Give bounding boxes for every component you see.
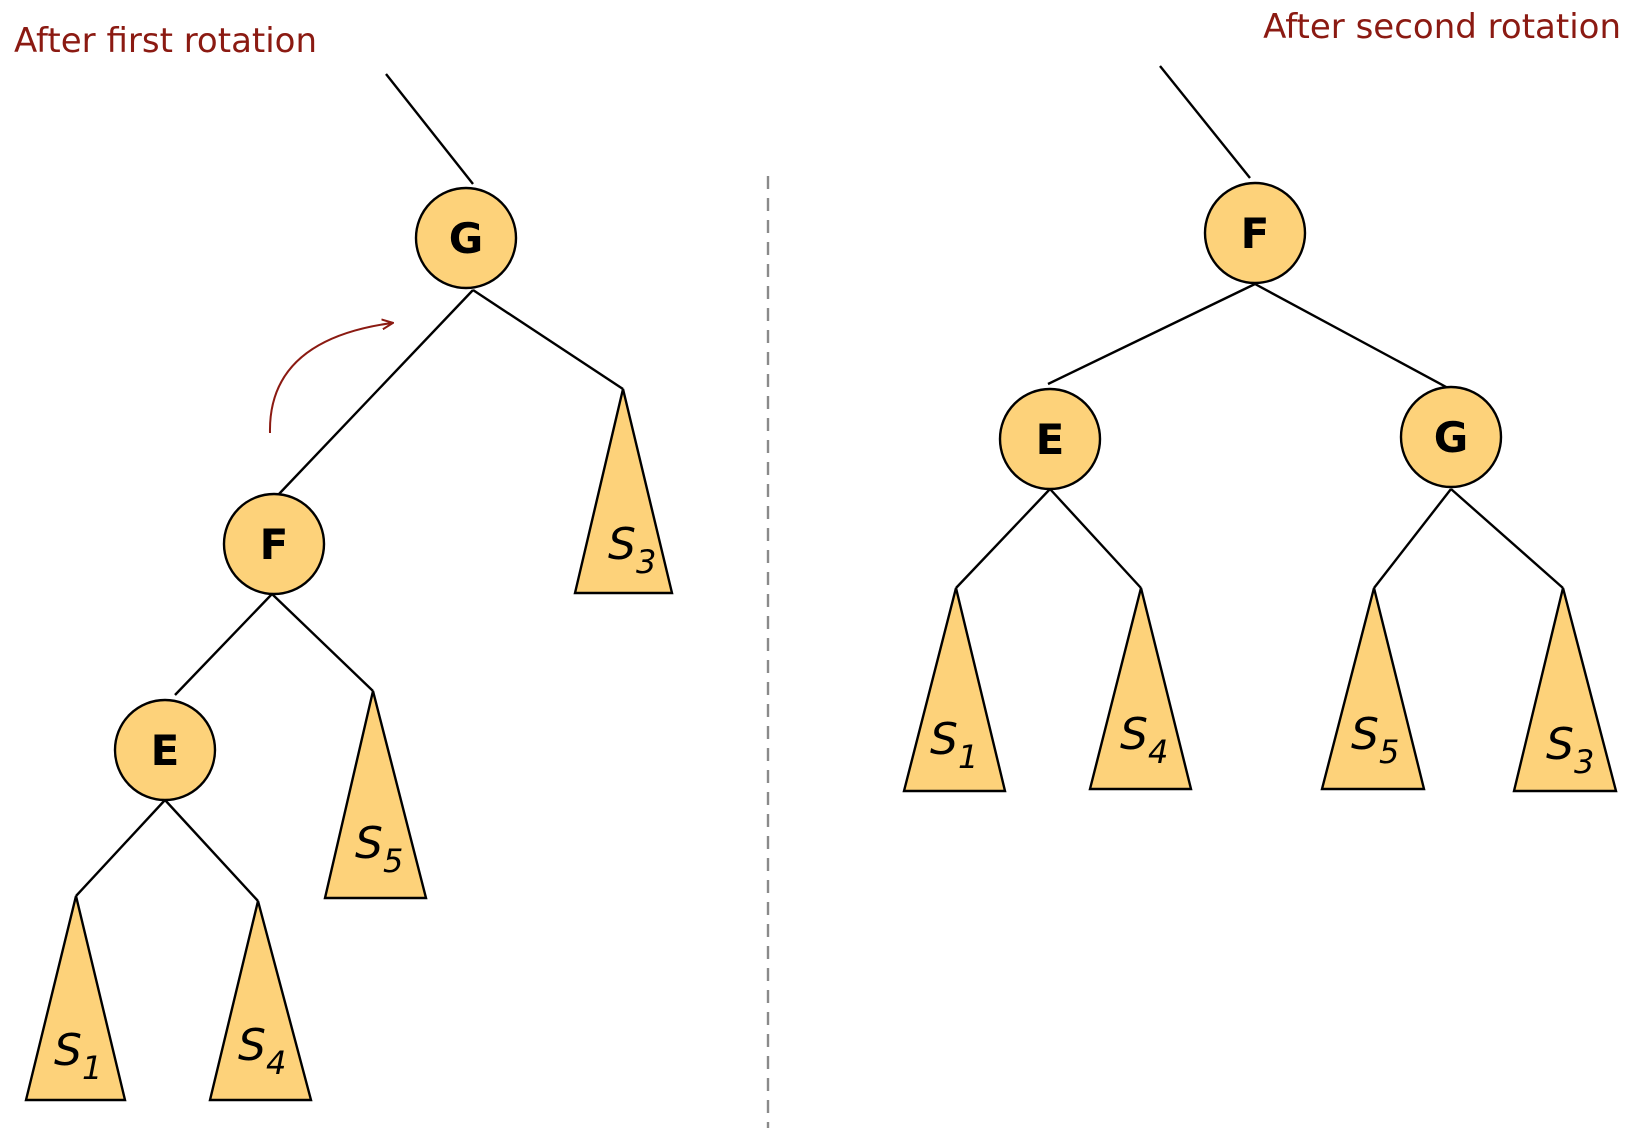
node-circle-e bbox=[113, 698, 217, 802]
edge-e-s4 bbox=[1049, 488, 1142, 589]
subtree-label-s4: S4 bbox=[1120, 709, 1168, 771]
subtree-label-s4: S4 bbox=[238, 1020, 286, 1082]
edge-f-g bbox=[1254, 282, 1449, 390]
edge-parent-f bbox=[1159, 65, 1251, 179]
node-circle-f bbox=[222, 492, 326, 596]
subtree-triangle-s1 bbox=[902, 587, 1007, 793]
left-edges bbox=[75, 73, 624, 902]
node-circle-e bbox=[998, 387, 1102, 491]
node-label-f: F bbox=[1241, 209, 1270, 258]
node-label-e: E bbox=[1036, 415, 1065, 464]
left-panel: After first rotation S3 S5 S1 S4 G bbox=[14, 21, 674, 1102]
edge-g-s3 bbox=[1450, 488, 1564, 589]
subtree-triangle-s5 bbox=[1320, 587, 1426, 791]
subtree-label-s3: S3 bbox=[1546, 719, 1594, 781]
subtree-label-s3: S3 bbox=[608, 519, 656, 581]
node-label-g: G bbox=[449, 214, 483, 263]
node-circle-g bbox=[1399, 385, 1503, 489]
node-circle-f bbox=[1203, 181, 1307, 285]
left-node-e: E bbox=[113, 698, 217, 802]
right-caption: After second rotation bbox=[1263, 7, 1621, 47]
right-edges bbox=[955, 65, 1564, 589]
subtree-label-s5: S5 bbox=[355, 818, 403, 880]
right-node-g: G bbox=[1399, 385, 1503, 489]
node-label-g: G bbox=[1434, 413, 1468, 462]
edge-g-s3 bbox=[472, 288, 624, 391]
subtree-label-s1: S1 bbox=[930, 714, 978, 776]
rotation-arrow bbox=[268, 323, 392, 434]
subtree-label-s1: S1 bbox=[54, 1025, 102, 1087]
node-label-f: F bbox=[260, 520, 289, 569]
edge-f-e bbox=[174, 593, 273, 696]
subtree-label-s5: S5 bbox=[1351, 709, 1399, 771]
edge-g-f bbox=[278, 289, 474, 495]
left-caption: After first rotation bbox=[14, 21, 317, 61]
node-label-e: E bbox=[151, 726, 180, 775]
subtree-triangle-s4 bbox=[1088, 587, 1193, 791]
left-node-g: G bbox=[414, 186, 518, 290]
subtree-triangle-s1 bbox=[24, 895, 127, 1102]
right-subtrees bbox=[902, 587, 1618, 793]
edge-g-s5 bbox=[1373, 488, 1452, 589]
edge-f-s5 bbox=[271, 593, 374, 692]
left-node-f: F bbox=[222, 492, 326, 596]
node-circle-g bbox=[414, 186, 518, 290]
right-node-f: F bbox=[1203, 181, 1307, 285]
right-node-e: E bbox=[998, 387, 1102, 491]
edge-parent-g bbox=[385, 73, 474, 185]
subtree-triangle-s3 bbox=[1512, 587, 1618, 793]
edge-e-s1 bbox=[75, 799, 166, 897]
subtree-triangle-s5 bbox=[323, 690, 428, 900]
subtree-triangle-s3 bbox=[573, 388, 674, 595]
edge-f-e bbox=[1047, 282, 1256, 386]
right-panel: After second rotation S1 S4 S5 S3 F bbox=[902, 7, 1621, 793]
edge-e-s4 bbox=[164, 799, 259, 902]
edge-e-s1 bbox=[955, 488, 1051, 589]
subtree-triangle-s4 bbox=[208, 900, 313, 1102]
left-subtrees bbox=[24, 388, 674, 1102]
